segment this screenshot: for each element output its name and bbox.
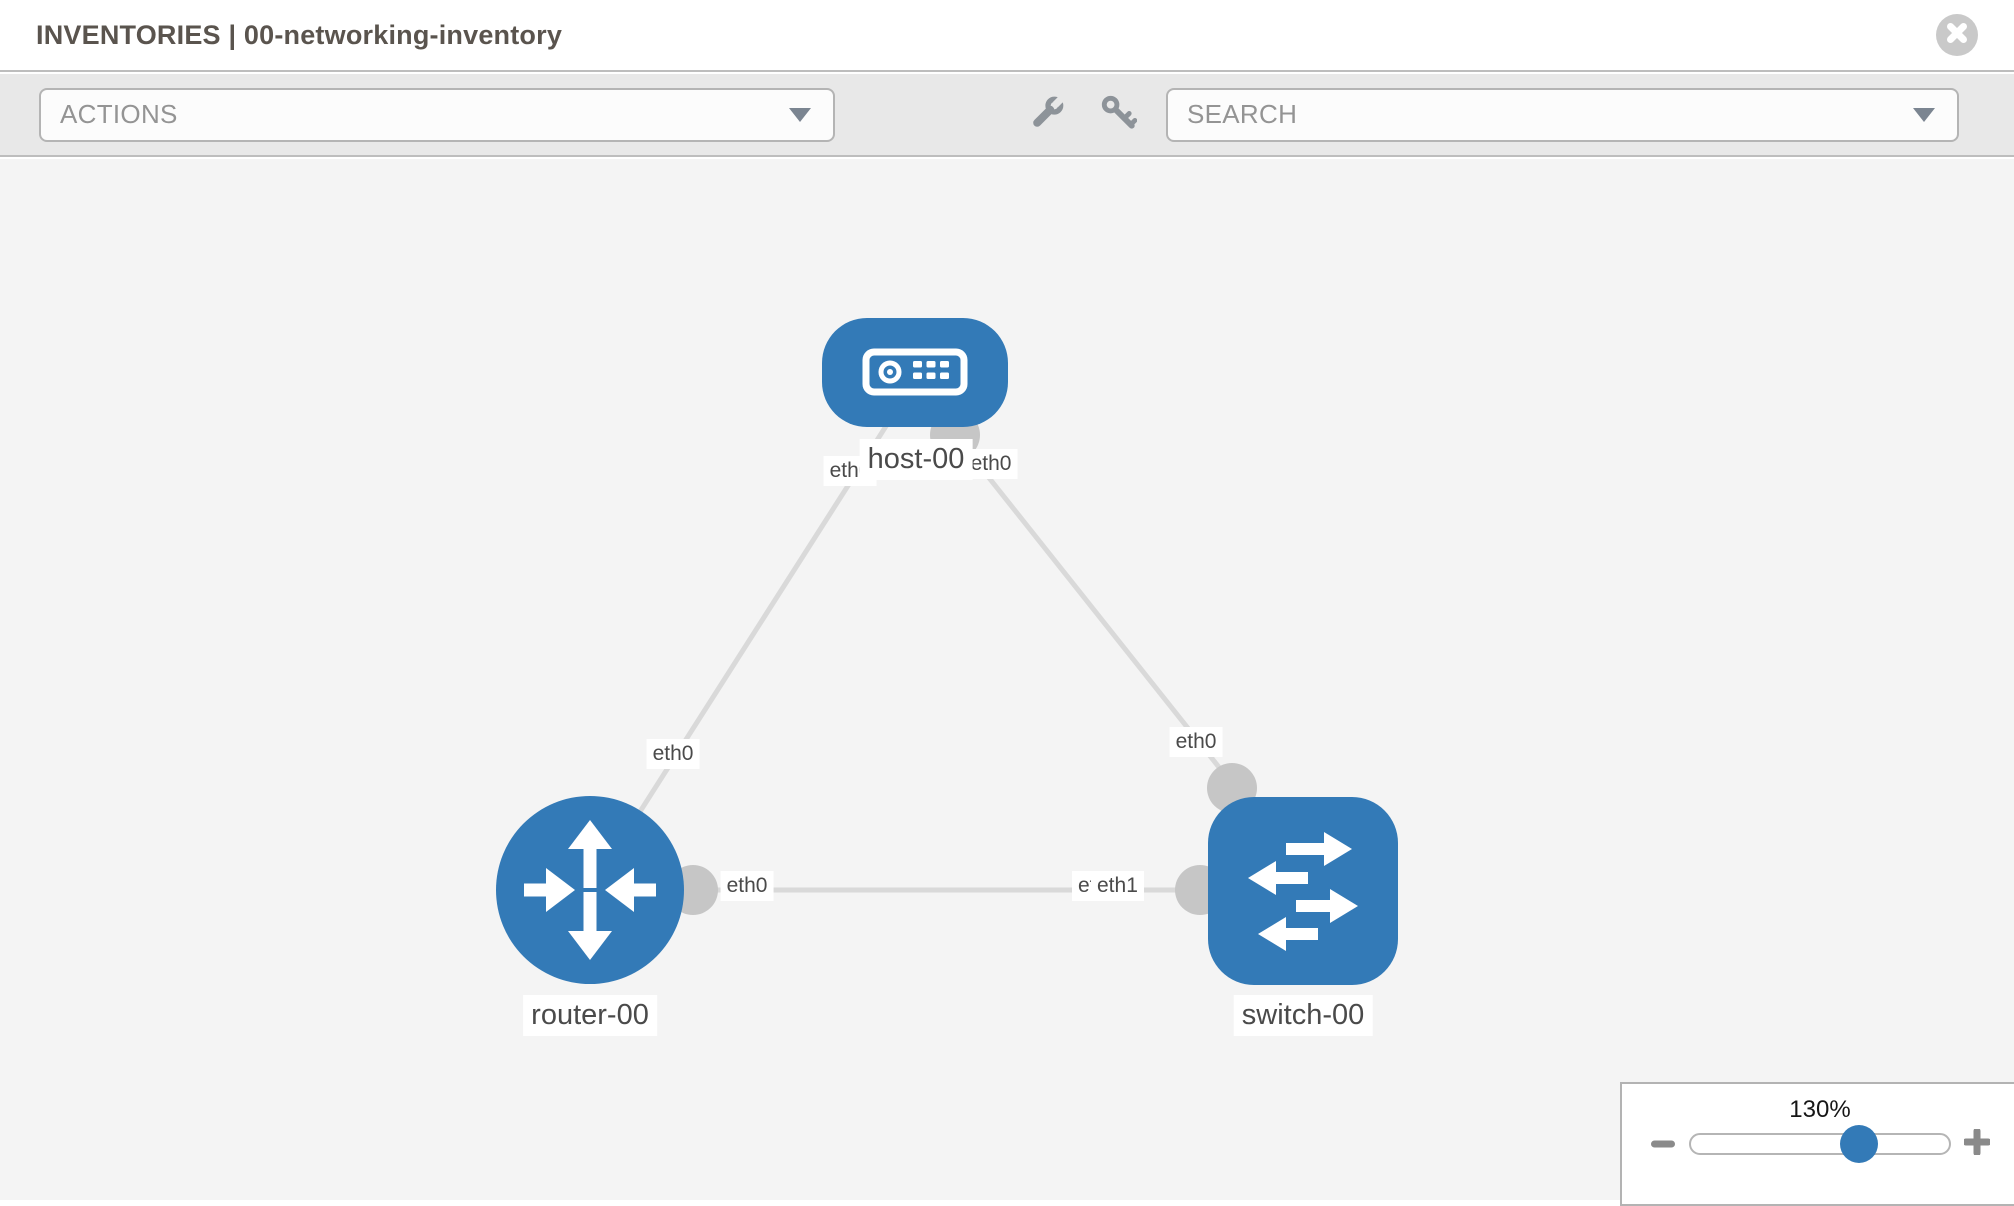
close-button[interactable]: [1936, 14, 1978, 56]
node-label-switch: switch-00: [1233, 995, 1373, 1037]
zoom-slider-handle[interactable]: [1839, 1125, 1878, 1163]
page-title: INVENTORIES | 00-networking-inventory: [36, 19, 563, 50]
search-dropdown[interactable]: SEARCH: [1166, 87, 1959, 142]
node-host-00[interactable]: [822, 318, 1008, 427]
credentials-button[interactable]: [1096, 93, 1140, 137]
node-label-router: router-00: [523, 995, 657, 1037]
zoom-level: 130%: [1789, 1096, 1851, 1123]
wrench-icon: [1029, 93, 1067, 136]
close-icon: [1937, 13, 1977, 58]
host-icon: [862, 348, 968, 396]
minus-icon: [1651, 1135, 1675, 1153]
iface-label: eth0: [646, 739, 700, 770]
node-switch-00[interactable]: [1208, 797, 1398, 985]
iface-label-over: eth1: [1091, 871, 1144, 902]
node-router-00[interactable]: [496, 796, 684, 984]
link-router-host: [587, 410, 898, 892]
zoom-panel: 130%: [1620, 1082, 2014, 1206]
router-icon: [524, 820, 656, 960]
plus-icon: [1962, 1127, 1992, 1160]
switch-icon: [1248, 832, 1358, 951]
zoom-in-button[interactable]: [1962, 1127, 1992, 1160]
zoom-out-button[interactable]: [1650, 1131, 1676, 1157]
configure-button[interactable]: [1026, 93, 1070, 137]
zoom-slider[interactable]: [1689, 1125, 1951, 1163]
chevron-down-icon: [789, 107, 811, 122]
chevron-down-icon: [1913, 107, 1935, 122]
iface-label: eth0: [720, 871, 774, 902]
node-label-host: host-00: [859, 439, 973, 481]
key-icon: [1099, 93, 1138, 136]
actions-dropdown[interactable]: ACTIONS: [39, 87, 835, 142]
topology-canvas[interactable]: [0, 159, 2014, 1200]
search-dropdown-label: SEARCH: [1187, 99, 1298, 129]
toolbar: ACTIONS SEARCH: [0, 74, 2014, 157]
iface-label: eth0: [1169, 727, 1223, 758]
header-bar: INVENTORIES | 00-networking-inventory: [0, 0, 2014, 72]
iface-label: eth0: [964, 449, 1018, 480]
actions-dropdown-label: ACTIONS: [60, 99, 178, 129]
topology-graph: [496, 318, 1398, 985]
